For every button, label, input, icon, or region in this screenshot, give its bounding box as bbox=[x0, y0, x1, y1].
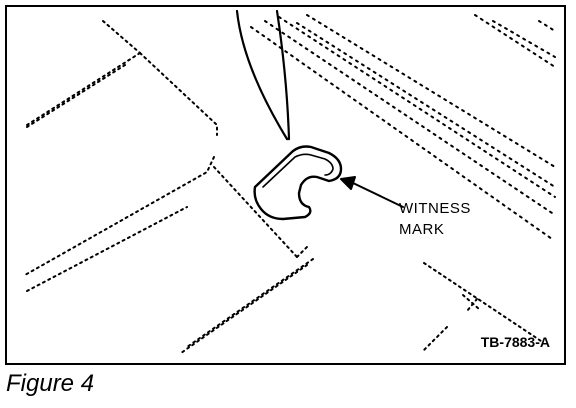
part-number-label: TB-7883-A bbox=[480, 334, 550, 350]
callout-label-witness: WITNESS bbox=[399, 200, 471, 217]
upper-left-component-outline bbox=[26, 20, 218, 136]
callout-label-mark: MARK bbox=[399, 221, 445, 238]
figure-frame: WITNESS MARK TB-7883-A bbox=[5, 5, 566, 365]
figure-caption: Figure 4 bbox=[6, 370, 95, 397]
callout-leader-arrow bbox=[340, 176, 404, 208]
lower-right-component-outline bbox=[422, 262, 542, 352]
lower-left-component-outline bbox=[24, 156, 314, 354]
witness-mark-shape bbox=[253, 145, 343, 221]
technical-illustration bbox=[24, 9, 556, 354]
witness-mark-inner bbox=[262, 153, 334, 188]
bracket-solid-lines bbox=[235, 9, 291, 141]
diagonal-rail-lines bbox=[250, 14, 556, 240]
